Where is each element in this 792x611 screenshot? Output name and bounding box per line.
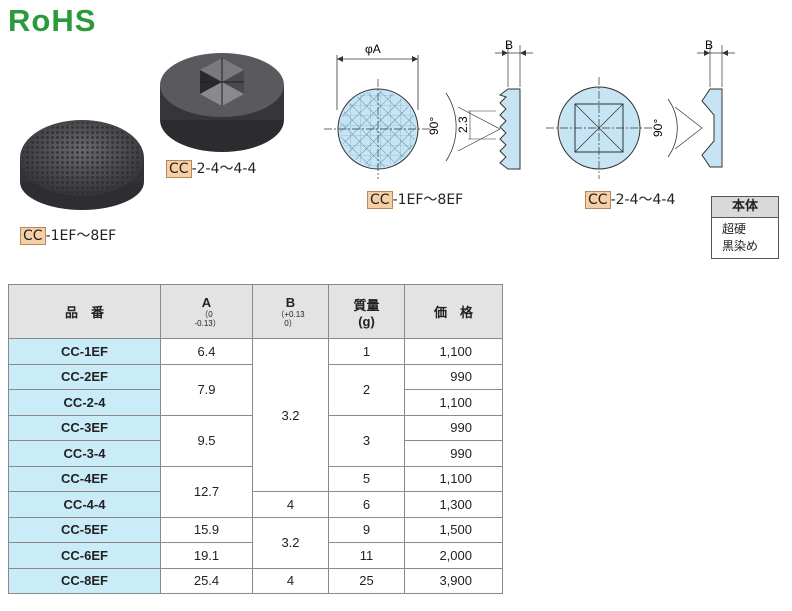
table-header-row: 品 番 A （0 -0.13） B （+0.13 0） 質量 (g) 価 格	[8, 284, 503, 339]
dim-B1: B	[505, 38, 513, 52]
caption-pyramid: CC-2-4～4-4	[166, 160, 256, 178]
material-header: 本体	[712, 197, 778, 218]
drawing-textured-side	[445, 45, 533, 170]
B-group-2: 4	[252, 491, 329, 518]
header-A: A （0 -0.13）	[160, 284, 253, 339]
dim-phiA: φA	[365, 42, 381, 56]
table-row: CC-4-4 4 6 1,300	[8, 491, 503, 518]
dim-pitch: 2.3	[456, 116, 470, 133]
material-line1: 超硬	[722, 222, 747, 236]
table-row: CC-2EF 7.9 2 990	[8, 363, 503, 416]
B-group-4: 4	[252, 567, 329, 594]
drawing-textured-top	[324, 55, 432, 179]
pyramid-disc-photo	[160, 53, 284, 152]
table-row: CC-4EF 12.7 5 1,100	[8, 465, 503, 518]
caption-drawing-textured: CC-1EF～8EF	[367, 191, 463, 209]
dim-angle2: 90°	[651, 119, 665, 137]
B-group-3: 3.2	[252, 516, 329, 569]
drawing-pyramid-side	[667, 45, 735, 168]
textured-disc-photo	[20, 120, 144, 210]
material-line2: 黒染め	[722, 239, 759, 253]
header-mass: 質量 (g)	[328, 284, 405, 339]
table-row: CC-8EF 25.4 4 25 3,900	[8, 567, 503, 594]
header-B: B （+0.13 0）	[252, 284, 329, 339]
drawing-pyramid-top	[546, 77, 652, 179]
header-price: 価 格	[404, 284, 503, 339]
rohs-logo: RoHS	[8, 3, 97, 38]
product-photos	[20, 53, 284, 210]
B-group-1: 3.2	[252, 338, 329, 492]
dim-angle1: 90°	[427, 117, 441, 135]
caption-textured: CC-1EF～8EF	[20, 227, 116, 245]
table-row: CC-6EF 19.1 11 2,000	[8, 542, 503, 569]
spec-table: 品 番 A （0 -0.13） B （+0.13 0） 質量 (g) 価 格 C…	[8, 284, 503, 594]
table-row: CC-3EF 9.5 3 990	[8, 414, 503, 467]
caption-drawing-pyramid: CC-2-4～4-4	[585, 191, 675, 209]
dim-B2: B	[705, 38, 713, 52]
table-row: CC-5EF 15.9 3.2 9 1,500	[8, 516, 503, 569]
material-box: 本体 超硬 黒染め	[711, 196, 779, 259]
table-row: CC-1EF 6.4 3.2 1 1,100	[8, 338, 503, 492]
table-row: CC-3-4 990	[8, 440, 503, 467]
header-part: 品 番	[8, 284, 161, 339]
technical-drawings: φA B 90° 2.3 B 90°	[324, 38, 735, 179]
